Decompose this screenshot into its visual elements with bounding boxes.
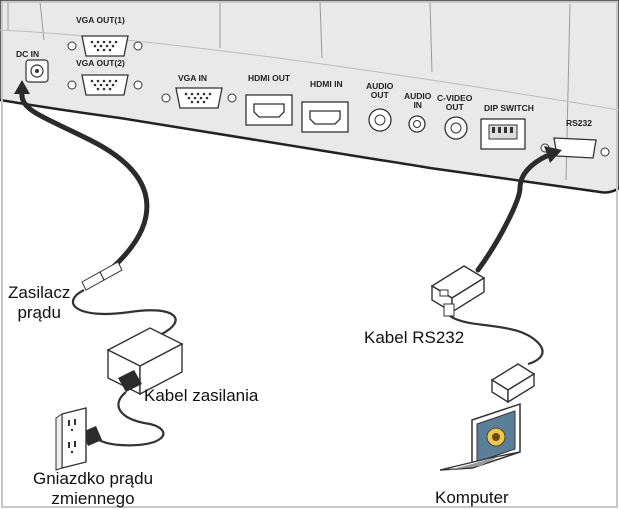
rs232-label: RS232 [566,118,592,128]
computer-cable [449,315,544,366]
vga-out-1-port [67,35,143,57]
rs232-connector-icon [430,265,486,317]
power-adapter-icon [106,327,184,396]
mains-cable [91,391,165,447]
vga-in-label: VGA IN [178,73,207,83]
dip-switch-label: DIP SWITCH [484,103,534,113]
c-video-out-label: C-VIDEO OUT [437,93,473,112]
rs232-cable [475,146,562,273]
computer-plug-icon [490,363,536,404]
rs232-cable-label: Kabel RS232 [364,328,465,347]
power-adapter-label: Zasilacz prądu [8,283,71,322]
mains-plug [82,426,102,446]
ac-outlet-label: Gniazdko prądu zmiennego [33,469,154,508]
vga-out-2-label: VGA OUT(2) [76,58,125,68]
laptop-icon [439,402,521,471]
device-rear-panel [0,0,619,194]
vga-in-port [161,87,237,109]
audio-out-port [368,108,392,132]
ac-outlet-icon [55,407,87,471]
hdmi-in-label: HDMI IN [310,79,343,89]
dc-cable [14,80,150,291]
audio-in-port [408,115,426,133]
dip-switch-port [480,118,526,150]
hdmi-out-label: HDMI OUT [248,73,291,83]
adapter-cord [71,289,177,336]
c-video-out-port [444,116,468,140]
dc-in-port [25,59,49,83]
vga-out-1-label: VGA OUT(1) [76,15,125,25]
computer-label: Komputer [435,488,509,507]
audio-in-label: AUDIO IN [404,91,432,110]
vga-out-2-port [67,74,143,96]
hdmi-out-port [245,94,293,126]
hdmi-in-port [301,101,349,133]
audio-out-label: AUDIO OUT [366,81,394,100]
power-cable-label: Kabel zasilania [144,386,259,405]
dc-in-label: DC IN [16,49,40,59]
